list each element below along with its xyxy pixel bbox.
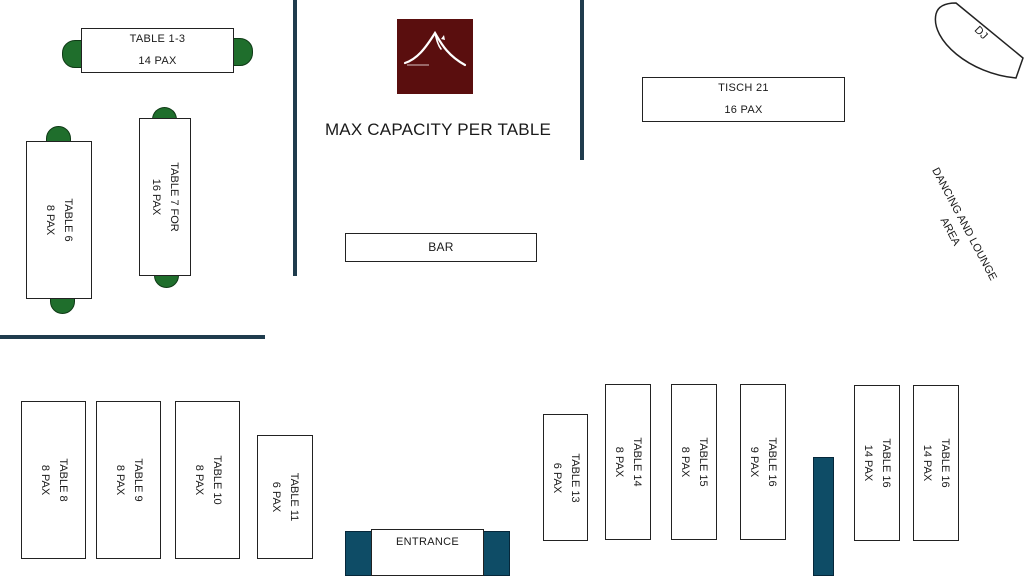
mountain-logo-icon [403,30,467,67]
dj-booth[interactable]: DJ [930,0,1024,82]
table-pax: 9 PAX [748,446,760,478]
table-pax: 6 PAX [270,481,282,513]
wall-horizontal [0,335,265,339]
bar-label: BAR [428,240,454,254]
wall-right-vertical [580,0,584,160]
dancing-area-line2: AREA [937,215,963,248]
table-name: TABLE 16 [880,438,892,488]
pillar [813,457,834,576]
table-pax: 14 PAX [921,444,933,482]
table-15[interactable]: TABLE 15 8 PAX [671,384,717,540]
entrance-post-left [345,531,373,576]
table-11[interactable]: TABLE 11 6 PAX [257,435,313,559]
table-10[interactable]: TABLE 10 8 PAX [175,401,240,559]
table-pax: 8 PAX [613,446,625,478]
table-pax: 8 PAX [679,446,691,478]
table-tisch-21[interactable]: TISCH 21 16 PAX [642,77,845,122]
table-name: TABLE 16 [766,437,778,487]
dj-booth-shape [934,2,1024,79]
table-name: TABLE 16 [939,438,951,488]
dancing-area-line1: DANCING AND LOUNGE [929,165,999,283]
table-name: TABLE 9 [131,458,144,502]
table-pax: 16 PAX [724,104,763,116]
table-pax: 14 PAX [138,55,177,67]
wall-left-vertical [293,0,297,276]
table-name: TABLE 7 FOR [168,162,180,232]
table-name: TABLE 11 [288,472,300,522]
entrance-post-right [482,531,510,576]
table-name: TABLE 6 [62,198,74,242]
table-16-14pax-a[interactable]: TABLE 16 14 PAX [854,385,900,541]
table-name: TABLE 10 [210,455,223,505]
table-16-9pax[interactable]: TABLE 16 9 PAX [740,384,786,540]
table-pax: 6 PAX [550,462,563,493]
table-pax: 14 PAX [862,444,874,482]
table-9[interactable]: TABLE 9 8 PAX [96,401,161,559]
table-name: TABLE 8 [56,458,69,502]
bar-counter[interactable]: BAR [345,233,537,262]
table-14[interactable]: TABLE 14 8 PAX [605,384,651,540]
seat-cap-right [232,38,253,66]
table-pax: 16 PAX [150,178,162,216]
table-16-14pax-b[interactable]: TABLE 16 14 PAX [913,385,959,541]
table-name: TABLE 13 [568,452,581,503]
table-pax: 8 PAX [38,464,51,496]
seat-cap-bottom [154,274,179,288]
table-name: TABLE 14 [631,437,643,487]
table-8[interactable]: TABLE 8 8 PAX [21,401,86,559]
seat-cap-bottom [50,297,75,314]
table-pax: 8 PAX [192,464,205,496]
table-pax: 8 PAX [113,464,126,496]
table-6[interactable]: TABLE 6 8 PAX [26,141,92,299]
table-name: TABLE 1-3 [129,33,186,45]
table-1-3[interactable]: TABLE 1-3 14 PAX [81,28,234,73]
table-name: TISCH 21 [718,82,769,94]
page-title: MAX CAPACITY PER TABLE [324,120,552,139]
seat-cap-left [62,40,83,68]
entrance-door[interactable]: ENTRANCE [371,529,484,576]
table-13[interactable]: TABLE 13 6 PAX [543,414,588,541]
dancing-area-label: DANCING AND LOUNGE AREA [901,141,1014,315]
entrance-label: ENTRANCE [396,536,459,548]
table-pax: 8 PAX [44,204,56,236]
table-name: TABLE 15 [697,437,709,487]
table-7[interactable]: TABLE 7 FOR 16 PAX [139,118,191,276]
mountain-logo [397,19,473,94]
